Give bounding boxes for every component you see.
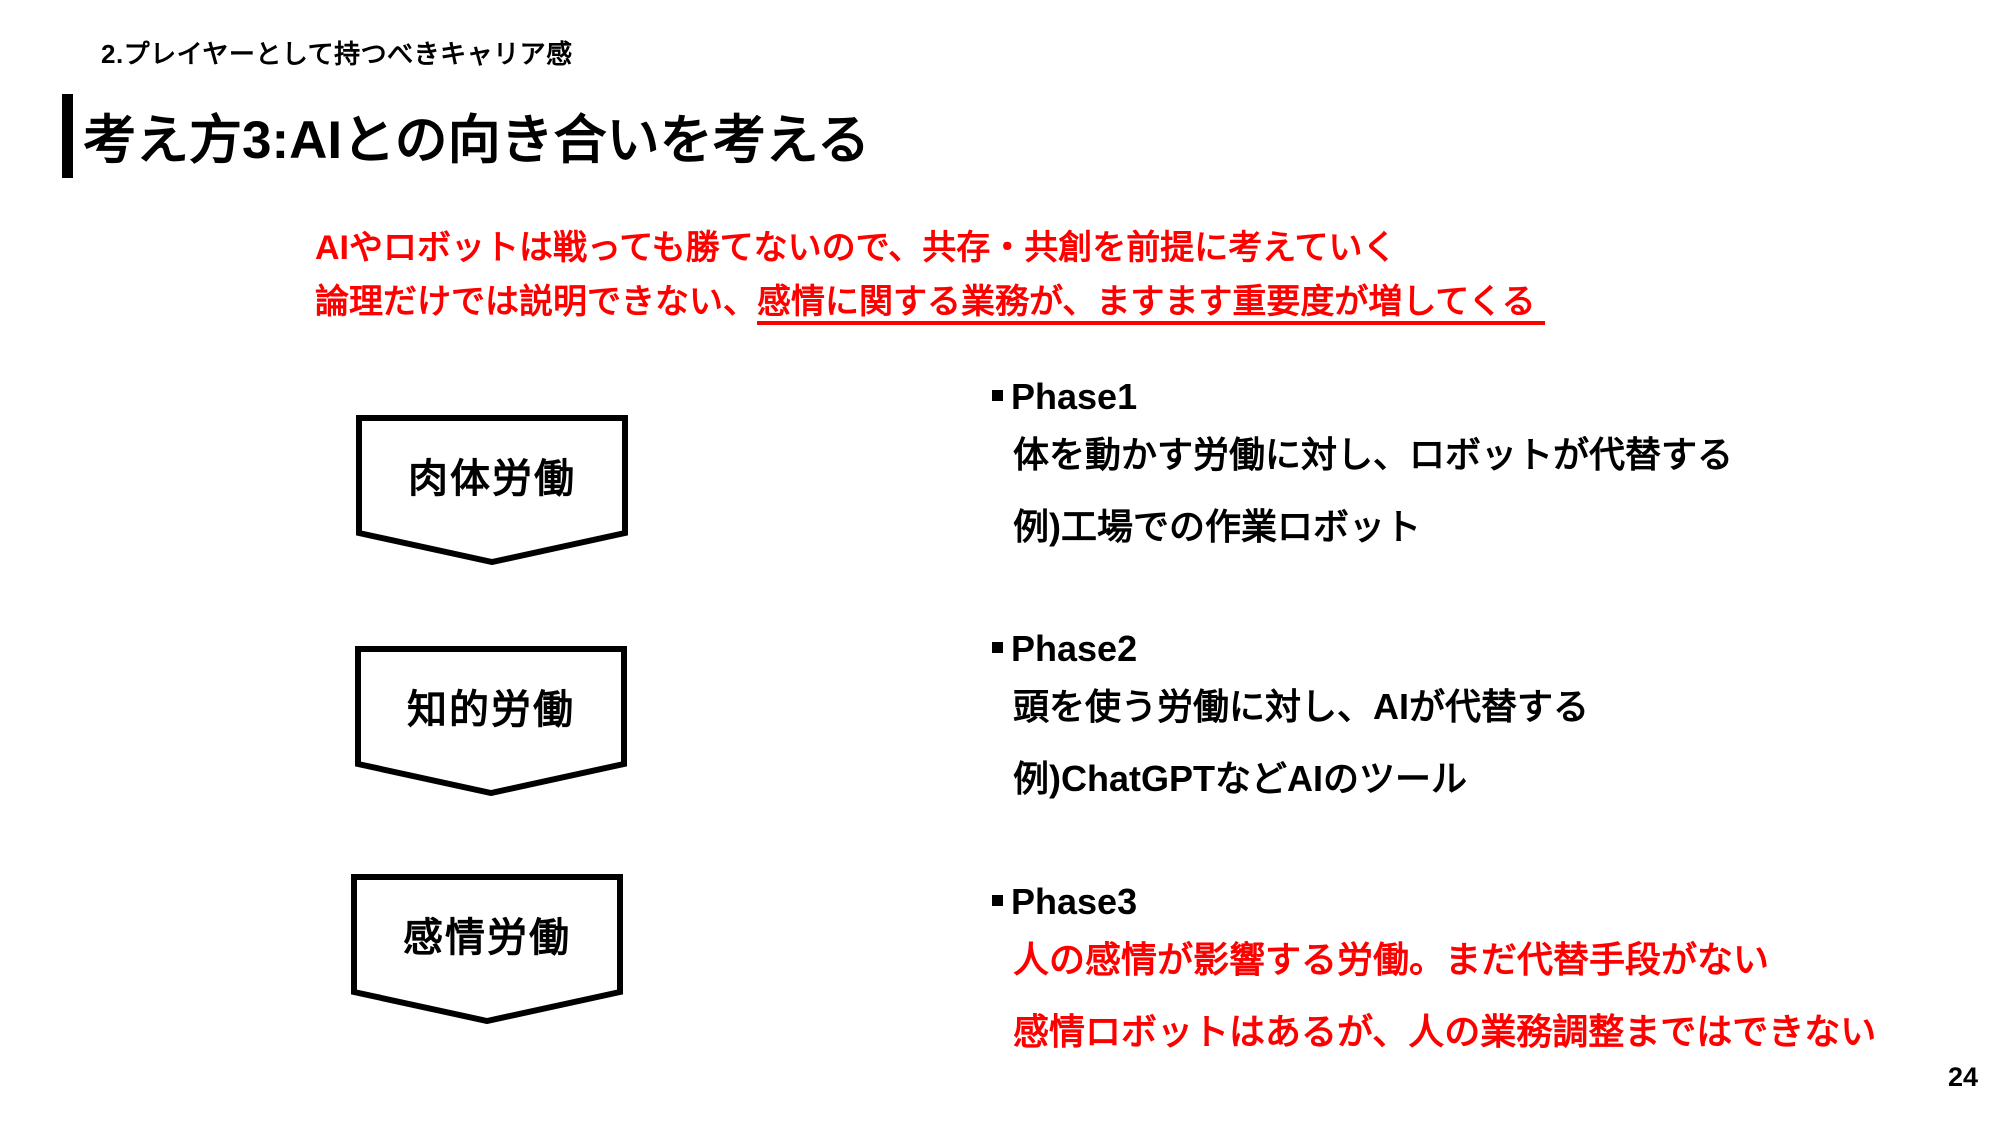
lead-line-2: 論理だけでは説明できない、感情に関する業務が、ますます重要度が増してくる — [315, 275, 1545, 329]
phase-1-group: Phase1 体を動かす労働に対し、ロボットが代替する 例)工場での作業ロボット — [992, 375, 1952, 555]
square-bullet-icon — [992, 641, 1003, 653]
phase-1-line-2: 例)工場での作業ロボット — [1013, 506, 1421, 547]
phase-2-line-2: 例)ChatGPTなどAIのツール — [1013, 758, 1467, 799]
phase-2-header: Phase2 — [992, 627, 1137, 671]
banner-shape-icon — [355, 646, 627, 796]
phase-2-line-1: 頭を使う労働に対し、AIが代替する — [1013, 686, 1590, 727]
phase-2-label: Phase2 — [1011, 628, 1138, 669]
page-number: 24 — [1948, 1062, 1979, 1092]
phase-1-line-1: 体を動かす労働に対し、ロボットが代替する — [1013, 434, 1734, 475]
labor-shape-physical: 肉体労働 — [356, 415, 628, 565]
phase-3-line-1: 人の感情が影響する労働。まだ代替手段がない — [1013, 939, 1770, 980]
title-block: 考え方3:AIとの向き合いを考える — [62, 94, 870, 178]
title-accent-bar — [62, 94, 73, 178]
lead-line-2-underlined: 感情に関する業務が、ますます重要度が増してくる — [757, 283, 1546, 321]
square-bullet-icon — [992, 894, 1003, 906]
square-bullet-icon — [992, 389, 1003, 401]
phase-3-group: Phase3 人の感情が影響する労働。まだ代替手段がない 感情ロボットはあるが、… — [992, 880, 1952, 1060]
lead-line-2-plain: 論理だけでは説明できない、 — [315, 283, 757, 321]
lead-line-1: AIやロボットは戦っても勝てないので、共存・共創を前提に考えていく — [315, 229, 1397, 267]
phase-3-header: Phase3 — [992, 880, 1137, 924]
lead-statement: AIやロボットは戦っても勝てないので、共存・共創を前提に考えていく 論理だけでは… — [315, 221, 1545, 329]
page-title: 考え方3:AIとの向き合いを考える — [83, 111, 871, 170]
labor-shape-intellectual: 知的労働 — [355, 646, 627, 796]
labor-shape-label: 感情労働 — [403, 916, 571, 960]
labor-shape-label: 知的労働 — [407, 688, 575, 732]
section-heading: 2.プレイヤーとして持つべきキャリア感 — [101, 39, 573, 69]
labor-shape-emotional: 感情労働 — [351, 874, 623, 1024]
phase-1-label: Phase1 — [1011, 376, 1138, 417]
phase-1-header: Phase1 — [992, 375, 1137, 419]
phase-3-line-2: 感情ロボットはあるが、人の業務調整まではできない — [1013, 1011, 1877, 1052]
phase-2-group: Phase2 頭を使う労働に対し、AIが代替する 例)ChatGPTなどAIのツ… — [992, 627, 1952, 807]
banner-shape-icon — [356, 415, 628, 565]
labor-shape-label: 肉体労働 — [408, 457, 576, 501]
banner-shape-icon — [351, 874, 623, 1024]
phase-3-label: Phase3 — [1011, 881, 1138, 922]
